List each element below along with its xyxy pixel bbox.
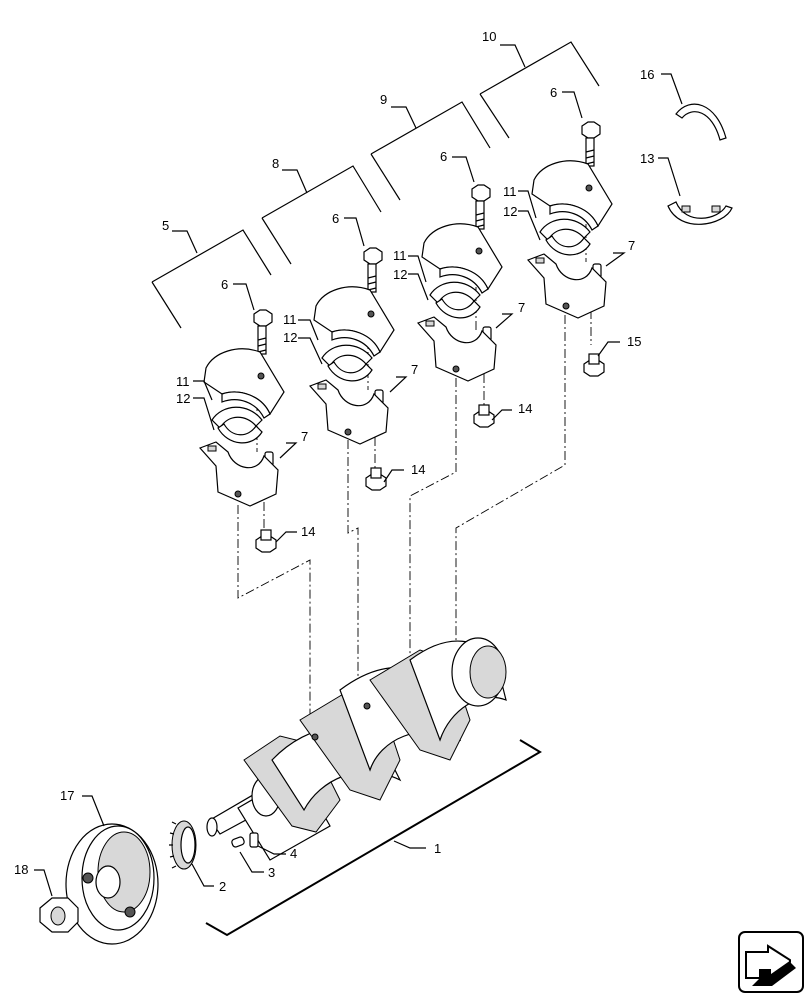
bearing-cap-upper <box>421 223 503 294</box>
bolt-6 <box>581 121 601 167</box>
callout-12a: 12 <box>176 391 190 406</box>
thrust-washer-13 <box>667 201 733 225</box>
callout-15: 15 <box>627 334 641 349</box>
callout-13: 13 <box>640 151 654 166</box>
bearing-shell-12 <box>217 423 263 444</box>
bolt-6 <box>363 247 383 293</box>
bearing-shell-12 <box>435 298 481 319</box>
pulley-17 <box>65 823 159 945</box>
callout-14b: 14 <box>411 462 425 477</box>
callout-12b: 12 <box>283 330 297 345</box>
group-bracket-8 <box>261 165 382 265</box>
bearing-cap-upper <box>313 286 395 357</box>
callout-7d: 7 <box>628 238 635 253</box>
callout-6c: 6 <box>440 149 447 164</box>
callout-12c: 12 <box>393 267 407 282</box>
callout-9: 9 <box>380 92 387 107</box>
bearing-shell-11 <box>539 218 591 241</box>
bearing-cap-lower <box>526 253 607 319</box>
callout-7a: 7 <box>301 429 308 444</box>
bolt-6 <box>253 309 273 355</box>
callout-14c: 14 <box>518 401 532 416</box>
callout-16: 16 <box>640 67 654 82</box>
thrust-washer-16 <box>675 103 727 141</box>
callout-8: 8 <box>272 156 279 171</box>
bolt-14 <box>473 404 495 428</box>
bolt-15 <box>583 353 605 377</box>
group-bracket-9 <box>370 101 491 201</box>
group-bracket-1 <box>205 739 542 937</box>
bearing-cap-lower <box>198 441 279 507</box>
callout-10: 10 <box>482 29 496 44</box>
bearing-set-5 <box>198 309 285 553</box>
bearing-shell-11 <box>429 281 481 304</box>
callout-labels: 1 2 3 4 5 6 6 6 6 7 7 7 7 8 9 10 11 11 1… <box>14 29 654 894</box>
callout-7b: 7 <box>411 362 418 377</box>
bearing-set-8 <box>308 247 395 491</box>
group-bracket-5 <box>151 229 272 329</box>
bolt-14 <box>255 529 277 553</box>
callout-2: 2 <box>219 879 226 894</box>
bearing-shell-11 <box>211 406 263 429</box>
assembly-guide-lines <box>237 190 592 735</box>
callout-11b: 11 <box>283 312 297 327</box>
callout-1: 1 <box>434 841 441 856</box>
callout-18: 18 <box>14 862 28 877</box>
bearing-cap-upper <box>531 160 613 231</box>
bearing-shell-12 <box>327 361 373 382</box>
callout-6b: 6 <box>332 211 339 226</box>
nut-18 <box>39 897 79 933</box>
key-3 <box>231 836 245 848</box>
callout-14a: 14 <box>301 524 315 539</box>
callout-11c: 11 <box>393 248 407 263</box>
bearing-shell-12 <box>545 235 591 256</box>
callout-11d: 11 <box>503 184 517 199</box>
bearing-cap-lower <box>416 316 497 382</box>
leader-lines <box>34 73 683 897</box>
bolt-14 <box>365 467 387 491</box>
dowel-4 <box>249 832 259 848</box>
callout-7c: 7 <box>518 300 525 315</box>
gear-2 <box>169 820 197 870</box>
callout-17: 17 <box>60 788 74 803</box>
group-bracket-10 <box>479 41 600 139</box>
callout-6a: 6 <box>221 277 228 292</box>
bearing-cap-lower <box>308 379 389 445</box>
bearing-cap-upper <box>203 348 285 419</box>
callout-12d: 12 <box>503 204 517 219</box>
callout-4: 4 <box>290 846 297 861</box>
callout-11a: 11 <box>176 374 190 389</box>
bearing-shell-11 <box>321 344 373 367</box>
bearing-set-10 <box>526 121 613 377</box>
callout-3: 3 <box>268 865 275 880</box>
callout-6d: 6 <box>550 85 557 100</box>
next-page-arrow-icon[interactable] <box>738 931 804 993</box>
bearing-set-9 <box>416 184 503 428</box>
bolt-6 <box>471 184 491 230</box>
crankshaft-1 <box>206 637 507 861</box>
callout-5: 5 <box>162 218 169 233</box>
